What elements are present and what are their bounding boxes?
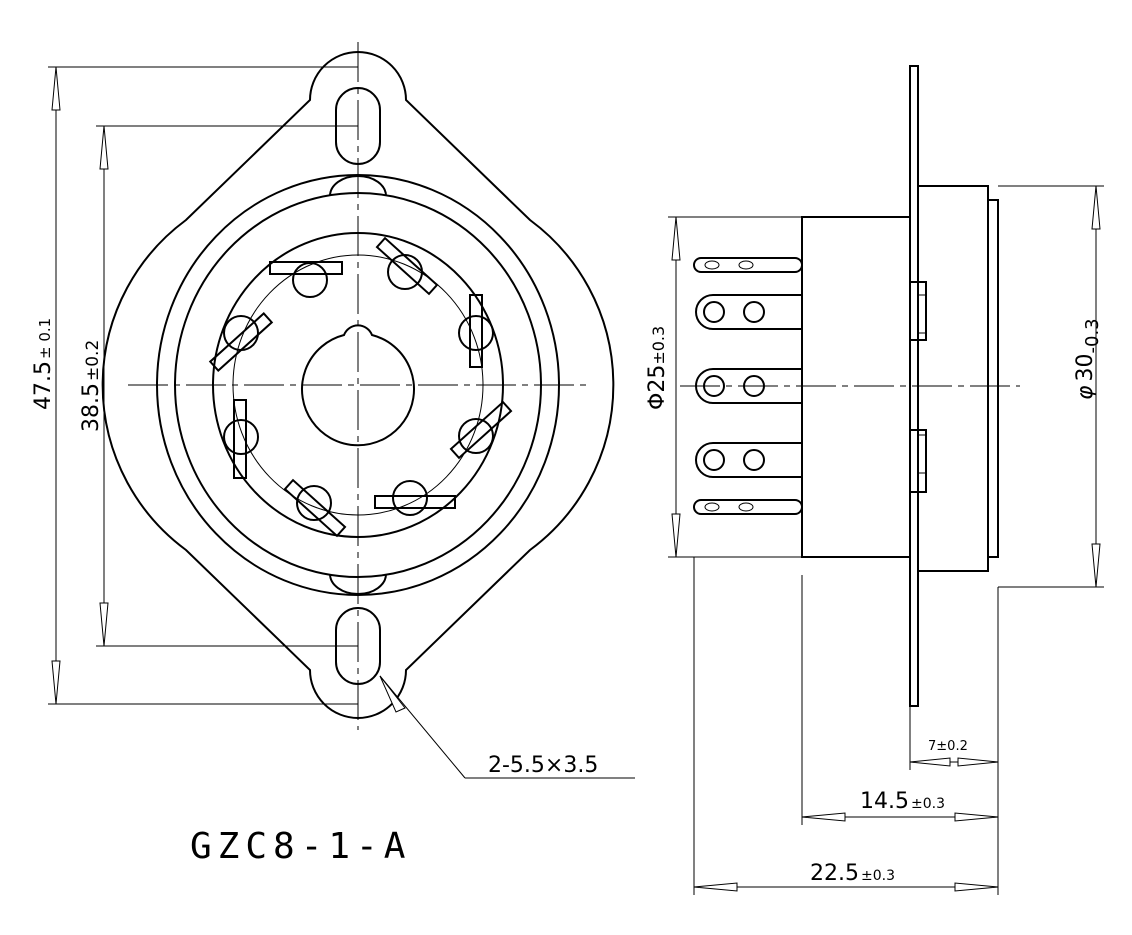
flange-outline bbox=[101, 51, 615, 719]
dim-mount-hole: 2-5.5×3.5 bbox=[488, 753, 598, 778]
socket-body bbox=[801, 216, 911, 558]
dim-height-total: 47.5± 0.1 bbox=[31, 318, 56, 410]
flange-ring bbox=[917, 185, 989, 572]
center-keyhole bbox=[301, 324, 415, 447]
pin-contact bbox=[374, 480, 456, 516]
pin-contact bbox=[269, 261, 343, 298]
dim-pin-circle: Φ25±0.3 bbox=[645, 326, 670, 410]
solder-lug bbox=[693, 257, 803, 273]
pin-contact bbox=[449, 400, 513, 460]
pin-contact bbox=[223, 399, 259, 479]
pin-contact bbox=[458, 294, 494, 368]
dim-flange-depth: 7±0.2 bbox=[928, 739, 968, 754]
pin-contact bbox=[283, 478, 347, 538]
solder-lug bbox=[695, 294, 802, 330]
pin-contacts bbox=[208, 236, 513, 538]
dim-body-depth: 14.5±0.3 bbox=[860, 789, 945, 814]
front-view: 47.5± 0.1 38.5±0.2 2-5.5×3.5 bbox=[31, 42, 635, 779]
pin-contact bbox=[208, 312, 274, 372]
solder-lug bbox=[695, 442, 802, 478]
dim-hole-spacing: 38.5±0.2 bbox=[79, 340, 104, 432]
pin-contact bbox=[375, 236, 439, 296]
part-number: GZC8-1-A bbox=[190, 826, 411, 867]
dim-body-dia: φ30-0.3 bbox=[1073, 318, 1103, 400]
solder-lug bbox=[693, 499, 803, 515]
dim-total-depth: 22.5±0.3 bbox=[810, 861, 895, 886]
side-view: Φ25±0.3 φ30-0.3 7±0.2 14.5±0.3 bbox=[645, 65, 1104, 895]
